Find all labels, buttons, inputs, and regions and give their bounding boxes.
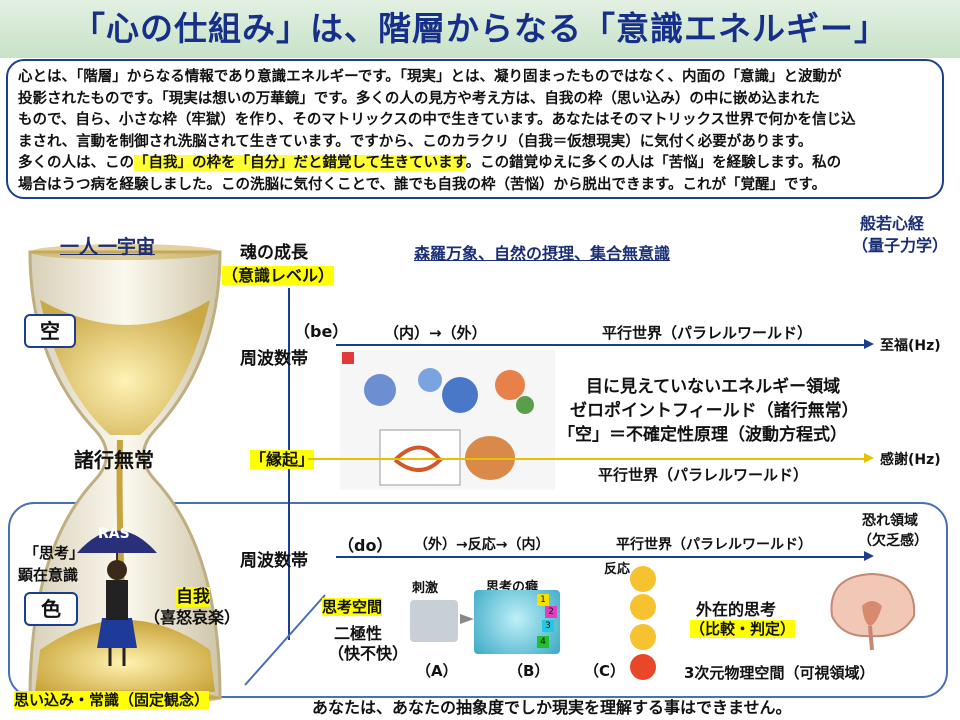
pleasure-displeasure-label: （快不快） [328,644,409,663]
title-bar [0,0,960,58]
fear-area-label: 恐れ領域 [862,513,918,529]
duality-label: 二極性 [334,624,383,643]
shiko-label: 「思考」 [24,544,85,562]
parallel-world-label-1: 平行世界（パラレルワールド） [602,324,813,342]
girl-with-umbrella-illustration [77,530,157,666]
intro-line-5a: 多くの人は、この [18,155,134,171]
brain-section-image [830,572,916,651]
omoikomi-text: 思い込み・常識（固定観念） [14,691,210,709]
intro-box: 心とは、「階層」からなる情報であり意識エネルギーです。「現実」とは、凝り固まった… [6,59,944,199]
intro-line-6: 場合はうつ病を経験しました。この洗脳に気付くことで、誰でも自我の枠（苦悩）から脱… [18,176,827,193]
arrow-bliss [336,344,866,346]
intro-line-5c: 。この錯覚ゆえに多くの人は「苦悩」を経験します。私の [465,155,842,171]
box-4: 4 [537,636,549,648]
stimulus-arrow [460,614,474,624]
kidoairaku-label: （喜怒哀楽） [144,608,241,627]
angry-face-icon [630,654,656,680]
label-b: （B） [508,662,550,680]
thought-space-text: 思考空間 [322,598,383,616]
intro-highlight: 「自我」の枠を「自分」だと錯覚して生きています [134,155,466,171]
omoikomi-label: 思い込み・常識（固定観念） [14,689,210,710]
frequency-band-top: 周波数帯 [240,349,308,369]
gratitude-hz-label: 感謝(Hz) [880,452,941,468]
ku-box: 空 [24,314,76,348]
parallel-world-label-3: 平行世界（パラレルワールド） [616,537,812,553]
3d-physical-space-label: 3次元物理空間（可視領域） [684,664,875,682]
shinra-bansho-label: 森羅万象、自然の摂理、集合無意識 [414,244,671,263]
surprised-face-icon [630,624,656,650]
comparison-judgement-text: （比較・判定） [690,620,796,638]
label-a: （A） [416,662,458,680]
lack-feeling-label: （欠乏感） [858,533,928,549]
laughing-face-icon [630,594,656,620]
intro-line-4: まされ、言動を制御され洗脳されて生きています。ですから、このカラクリ（自我＝仮想… [18,133,813,150]
arrow-fear [336,556,866,558]
conclusion-label: あなたは、あなたの抽象度でしか現実を理解する事はできません。 [312,698,792,717]
label-c: （C） [584,662,626,680]
kenzai-ishiki-label: 顕在意識 [18,566,79,584]
outer-reaction-inner-label: （外）→反応→（内） [414,537,550,553]
lower-panel [8,502,948,698]
shiki-box: 色 [24,592,78,626]
arrow-bliss-head [864,339,874,349]
do-label: （do） [338,536,393,555]
ku-uncertainty-label: 「空」＝不確定性原理（波動方程式） [558,425,847,445]
consciousness-level-text: （意識レベル） [222,266,335,285]
consciousness-level-label: （意識レベル） [222,262,335,286]
engi-label: 「縁起」 [250,446,315,470]
bliss-hz-label: 至福(Hz) [880,338,941,354]
arrow-fear-head [864,551,874,561]
intro-line-5: 多くの人は、この「自我」の枠を「自分」だと錯覚して生きています。この錯覚ゆえに多… [18,153,932,175]
quantum-science-image [340,350,555,490]
pointer-line [244,594,326,686]
be-label: （be） [294,322,349,341]
intro-line-1: 心とは、「階層」からなる情報であり意識エネルギーです。「現実」とは、凝り固まった… [18,69,842,85]
box-3: 3 [542,620,554,632]
arrow-gratitude-head [864,453,874,463]
box-1: 1 [537,594,549,606]
intro-line-2: 投影されたものです。「現実は想いの万華鏡」です。多くの人の見方や考え方は、自我の… [18,90,820,107]
ras-label: RAS [98,526,130,542]
quantum-mechanics-label: （量子力学） [852,236,949,255]
sad-face-icon [630,566,656,592]
intro-line-3: もので、自ら、小さな枠（牢獄）を作り、そのマトリックスの中で生きています。あなた… [18,112,856,128]
comparison-judgement-label: （比較・判定） [690,618,796,639]
reaction-label: 反応 [604,562,631,577]
invisible-energy-label: 目に見えていないエネルギー領域 [586,377,841,397]
stimulus-hand-image [410,600,458,642]
soul-growth-label: 魂の成長 [240,243,308,263]
box-2: 2 [545,606,557,618]
jiga-label: 自我 [176,582,210,607]
shogyo-mujo-label: 諸行無常 [74,448,154,472]
external-thinking-label: 外在的思考 [696,600,777,619]
engi-text: 「縁起」 [250,450,315,469]
one-person-one-universe: 一人一宇宙 [60,236,156,258]
zero-point-field-label: ゼロポイントフィールド（諸行無常） [570,401,859,421]
arrow-gratitude [308,458,866,460]
hannya-shingyo-label: 般若心経 [860,214,925,233]
inner-outer-label: （内）→（外） [384,324,487,342]
page-title: 「心の仕組み」は、階層からなる「意識エネルギー」 [72,9,888,48]
thought-space-label: 思考空間 [322,596,383,617]
frequency-band-bottom: 周波数帯 [240,551,308,571]
jiga-text: 自我 [176,587,210,607]
parallel-world-label-2: 平行世界（パラレルワールド） [598,466,809,484]
stimulus-label: 刺激 [412,581,439,596]
